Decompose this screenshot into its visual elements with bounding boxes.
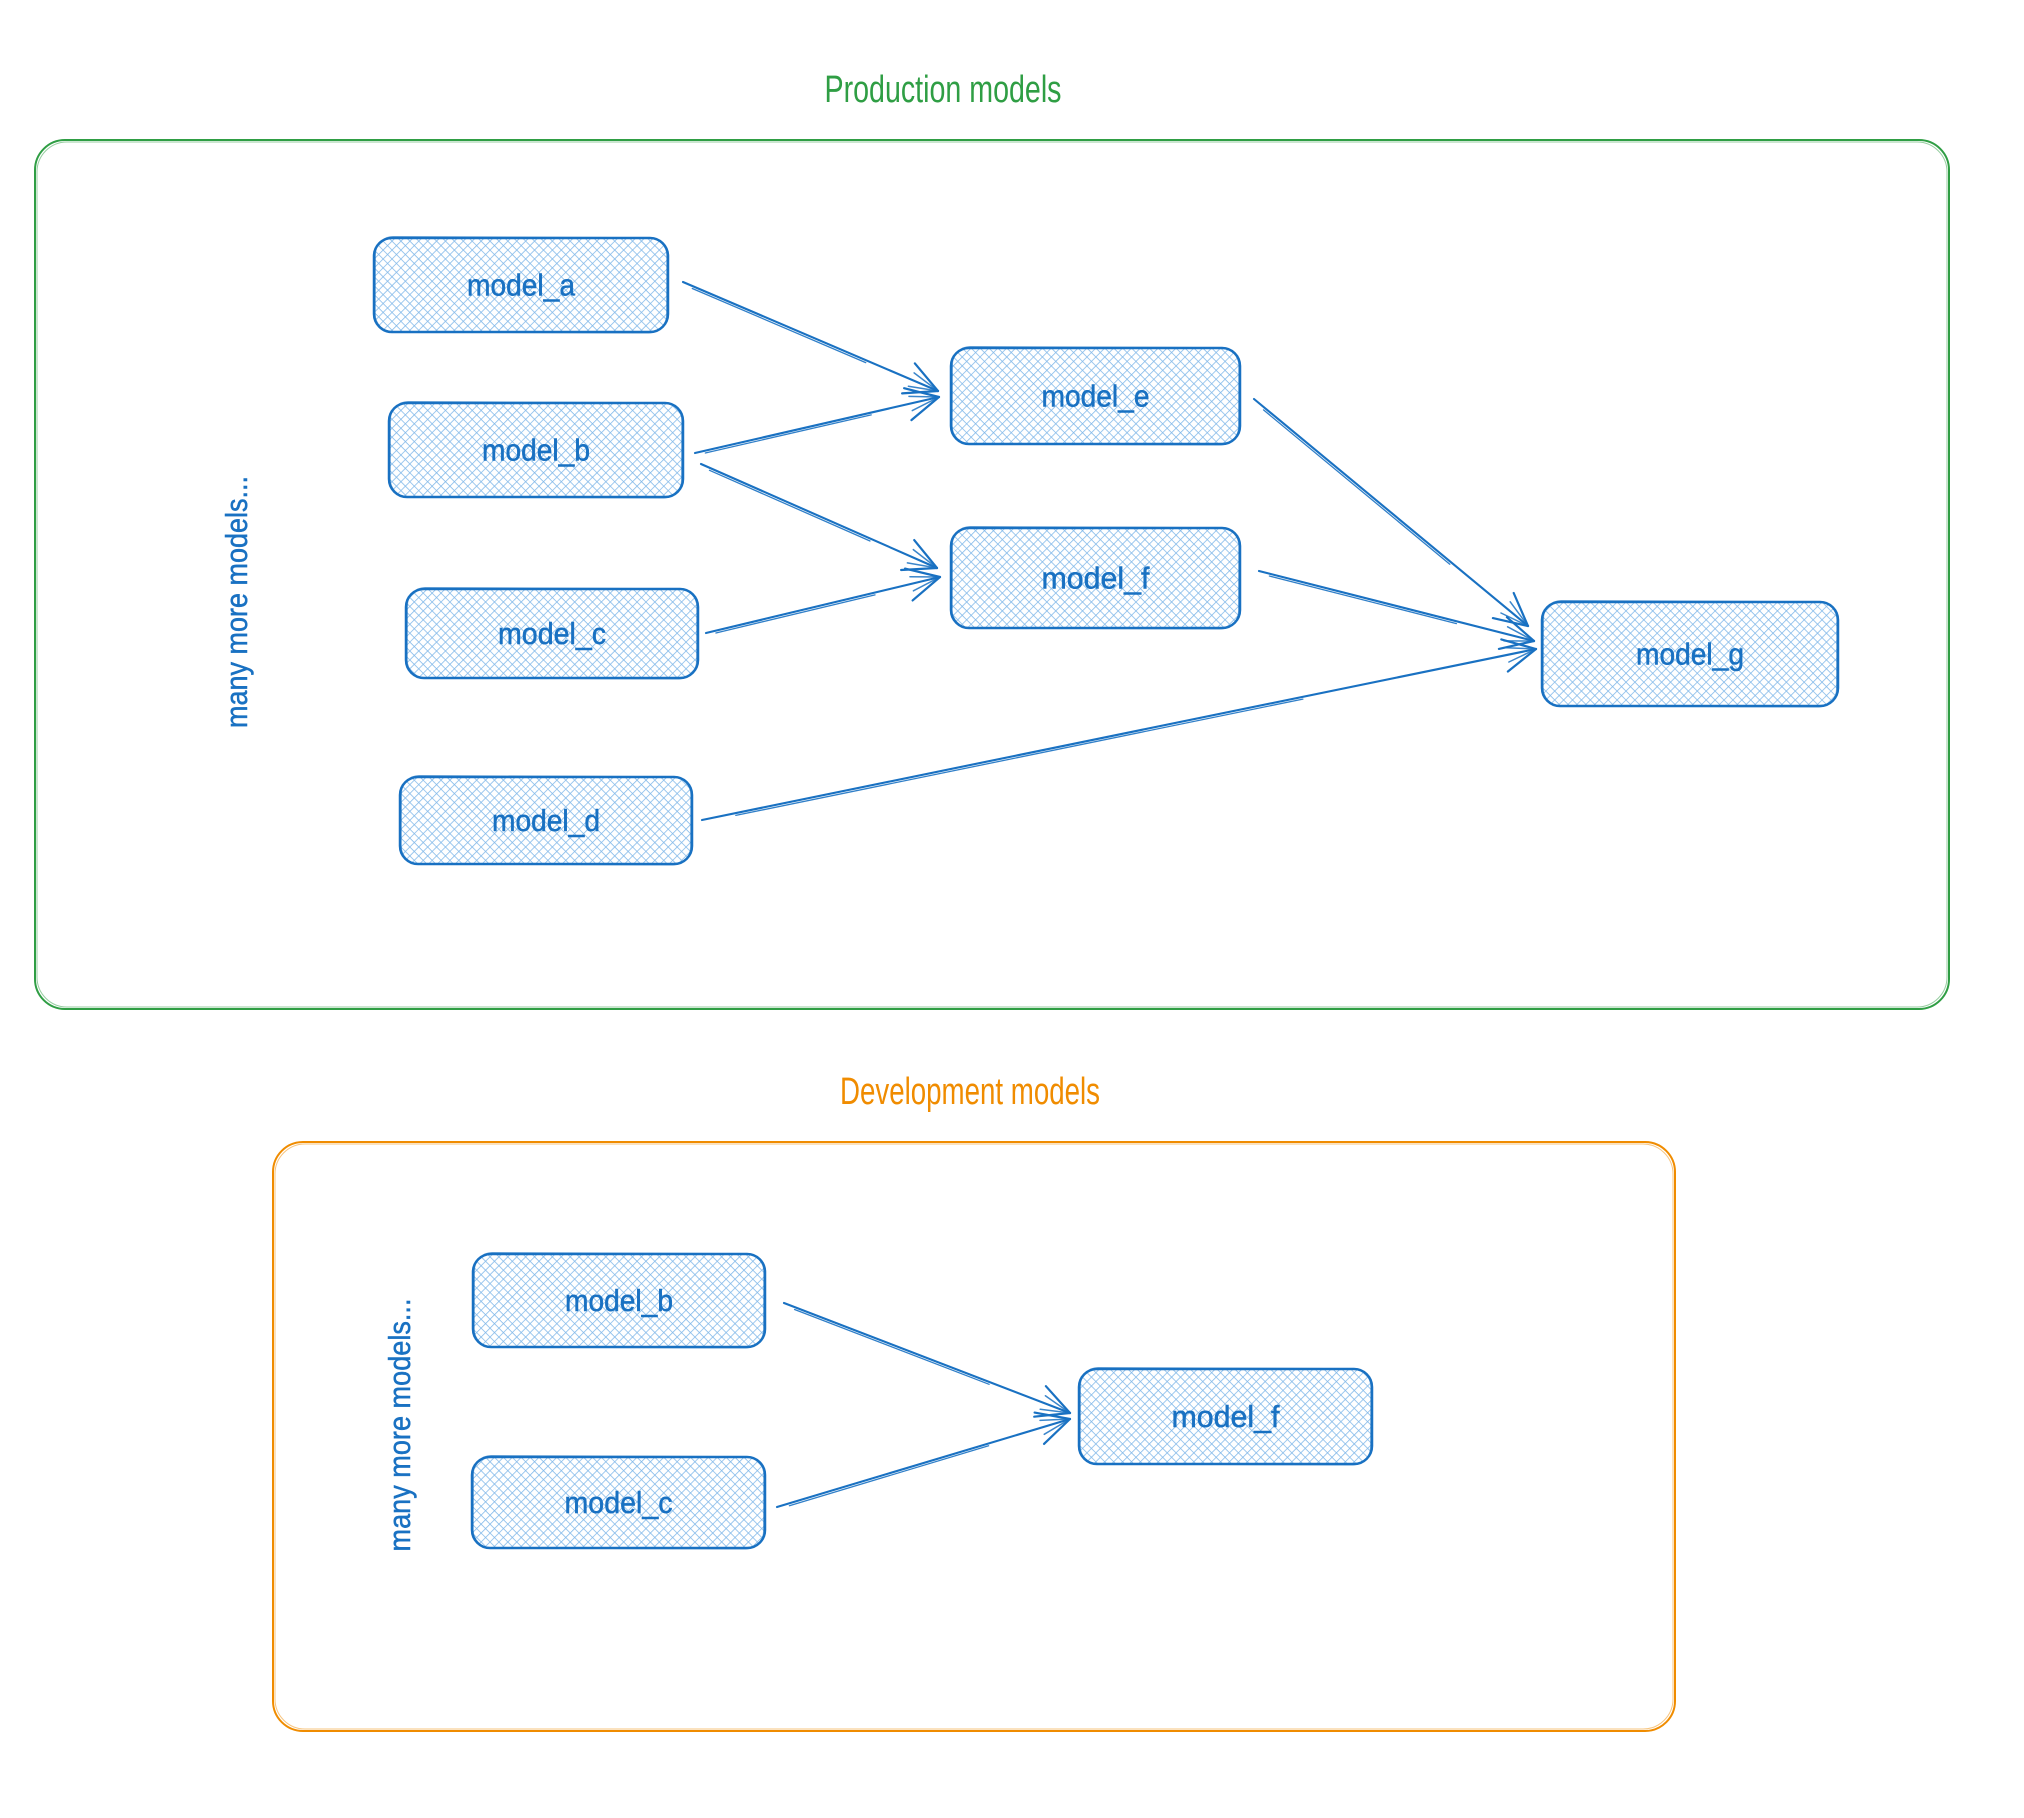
svg-text:model_b: model_b: [565, 1283, 673, 1318]
svg-text:model_e: model_e: [1042, 379, 1150, 414]
svg-text:model_c: model_c: [565, 1485, 673, 1520]
svg-text:many more models...: many more models...: [382, 1299, 417, 1552]
svg-text:model_c: model_c: [498, 616, 606, 651]
svg-text:Production models: Production models: [825, 69, 1062, 111]
svg-text:model_d: model_d: [492, 803, 600, 838]
svg-text:Development models: Development models: [840, 1071, 1100, 1113]
svg-text:model_f: model_f: [1042, 561, 1150, 596]
svg-text:model_a: model_a: [467, 268, 576, 303]
svg-text:model_b: model_b: [482, 433, 590, 468]
svg-text:model_f: model_f: [1172, 1399, 1280, 1434]
svg-text:model_g: model_g: [1636, 637, 1744, 672]
svg-text:many more models...: many more models...: [219, 476, 254, 728]
